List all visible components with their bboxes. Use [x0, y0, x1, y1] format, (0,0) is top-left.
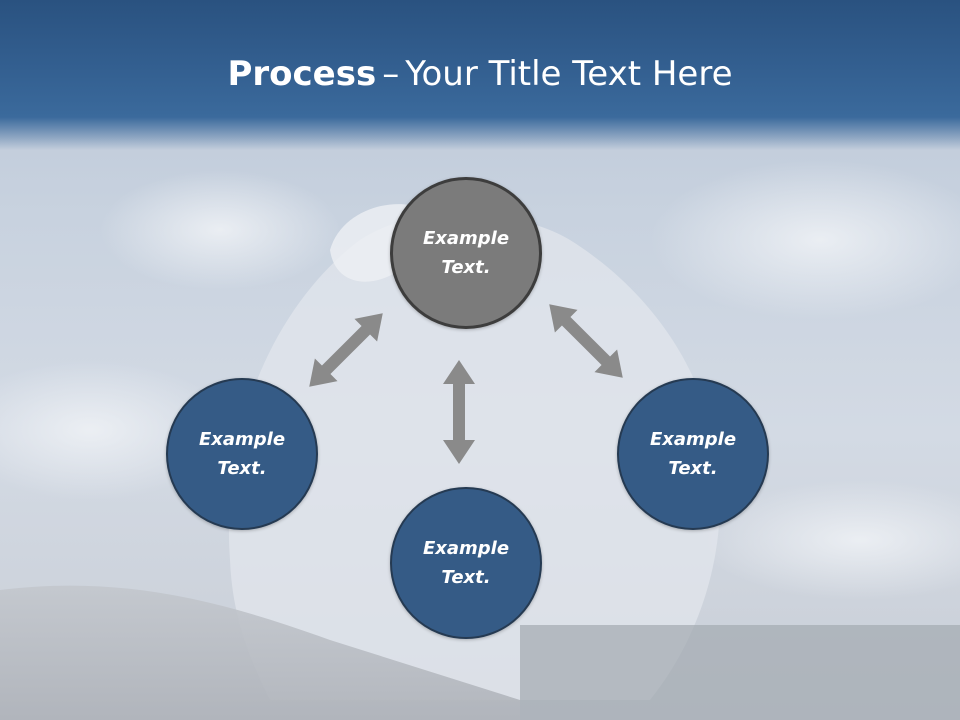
node-bottom-label: Example Text.: [422, 538, 510, 588]
sea-horizon-shape: [520, 625, 960, 720]
process-node-left: Example Text.: [166, 378, 318, 530]
cloud-shape: [700, 480, 960, 600]
process-node-right: Example Text.: [617, 378, 769, 530]
title-bar: [0, 0, 960, 150]
double-arrow-vertical-icon: [443, 360, 475, 464]
process-node-bottom: Example Text.: [390, 487, 542, 639]
title-rest: Your Title Text Here: [405, 54, 733, 94]
cloud-shape: [100, 170, 340, 290]
title-separator: –: [382, 54, 400, 94]
double-arrow-left-icon: [309, 313, 383, 387]
node-top-label: Example Text.: [422, 228, 510, 278]
slide-title: Process–Your Title Text Here: [0, 52, 960, 96]
title-bold-part: Process: [227, 54, 377, 94]
node-left-label: Example Text.: [198, 429, 286, 479]
cloud-shape: [650, 160, 960, 320]
bird-shape: [228, 213, 721, 700]
process-node-top: Example Text.: [390, 177, 542, 329]
wooden-perch-shape: [0, 585, 520, 720]
node-right-label: Example Text.: [649, 429, 737, 479]
double-arrow-right-icon: [549, 304, 623, 378]
